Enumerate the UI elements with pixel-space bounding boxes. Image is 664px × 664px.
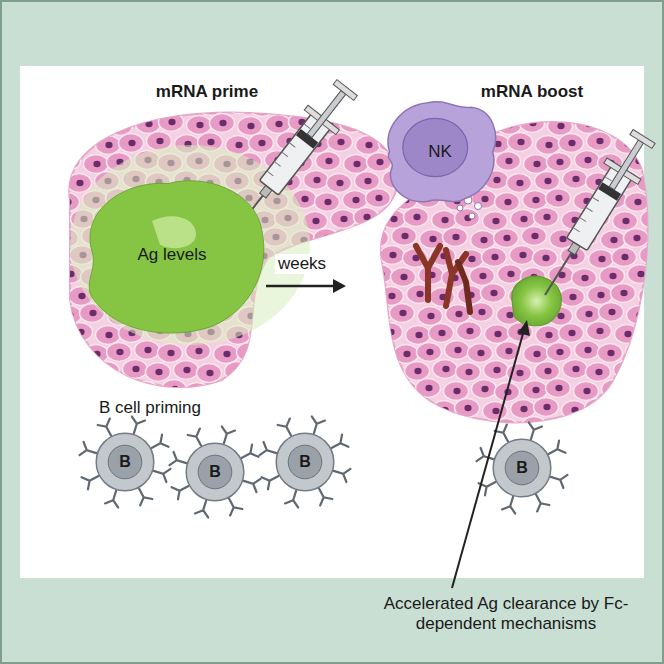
b-cell-receptors: [80, 417, 568, 518]
antigen-blob: Ag levels: [72, 170, 272, 340]
panel-heading: mRNA boost: [481, 82, 583, 102]
white-panel: [20, 66, 644, 578]
tissue-left: [41, 94, 421, 402]
b-cell: B: [185, 442, 245, 502]
b-cell: B: [492, 438, 552, 498]
panel-heading: mRNA prime: [156, 82, 258, 102]
cell-label: NK: [428, 142, 452, 162]
nk-cell: NK: [380, 96, 500, 208]
cell-label: B: [299, 453, 311, 471]
weeks-arrow: [266, 279, 346, 293]
syringe: [528, 126, 661, 306]
arrow-label: weeks: [275, 254, 329, 274]
b-cell: B: [95, 432, 155, 492]
antigen-label: Ag levels: [138, 245, 207, 265]
cell-label: B: [516, 459, 528, 477]
b-cell: B: [275, 432, 335, 492]
cell-label: B: [119, 453, 131, 471]
cell-label: B: [209, 463, 221, 481]
antibodies: [416, 246, 470, 312]
antigen-small: [512, 276, 562, 326]
callout-text: Accelerated Ag clearance by Fc-dependent…: [360, 594, 652, 635]
group-label: B cell priming: [99, 398, 201, 418]
